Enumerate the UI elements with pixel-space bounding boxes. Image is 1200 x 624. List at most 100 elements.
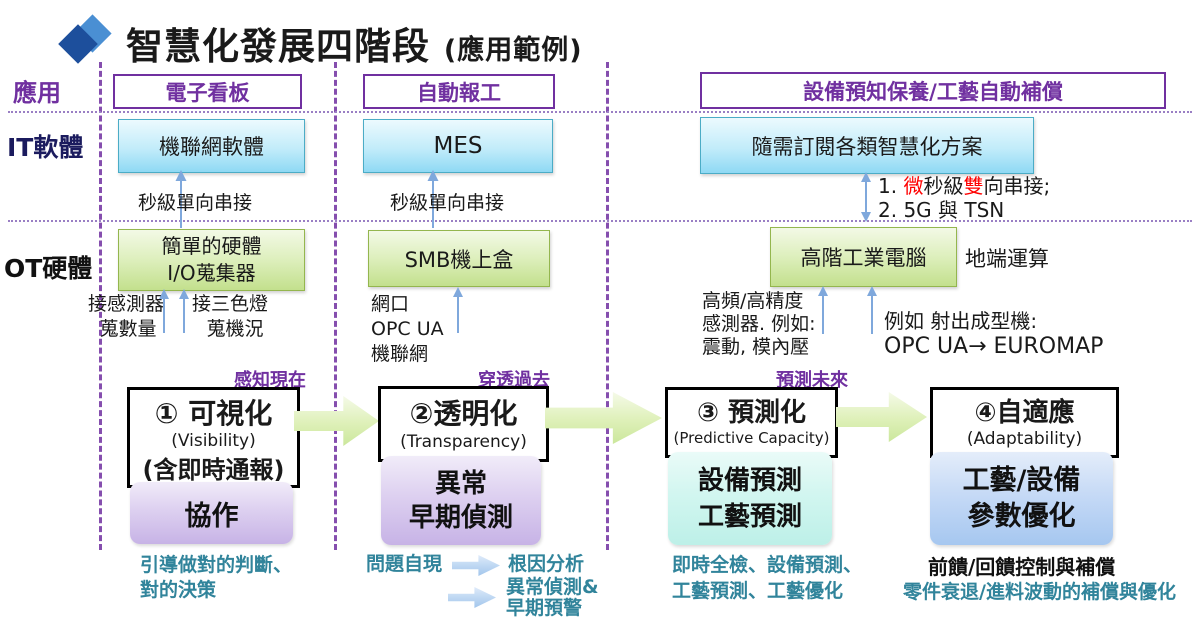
stage-2-en: (Transparency)	[400, 432, 527, 452]
column-divider-1	[99, 62, 102, 550]
stage-4-title: ④自適應	[974, 398, 1075, 428]
row-label-application: 應用	[13, 79, 61, 107]
annotation-high-freq-line1: 高頻/高精度	[702, 290, 804, 312]
row-label-ot-hardware: OT硬體	[4, 254, 93, 283]
row-label-it-software: IT軟體	[7, 133, 84, 162]
stage-4-sub-line2: 參數優化	[967, 500, 1076, 532]
annotation-tower-light: 接三色燈 蒐機況	[192, 292, 278, 342]
edge-computing-note: 地端運算	[965, 247, 1049, 271]
ot-box-industrial-pc: 高階工業電腦	[770, 227, 957, 287]
annotation-injection-line2: OPC UA→ EUROMAP	[884, 334, 1104, 359]
annotation-sensor-line2: 蒐數量	[99, 318, 157, 340]
annotation-high-freq-line2: 感測器. 例如:	[702, 313, 816, 335]
stage-3-title: ③ 預測化	[696, 398, 807, 428]
note-arrow-2-icon	[448, 587, 496, 608]
annotation-high-freq-sensor: 高頻/高精度 感測器. 例如: 震動, 模內壓	[702, 290, 815, 359]
annotation-network-port-line3: 機聯網	[371, 343, 429, 365]
up-arrow-tower-light-icon	[179, 289, 189, 333]
col3-seg-r1: 微	[903, 174, 924, 198]
note-anomaly-line1: 異常偵測&	[506, 576, 599, 598]
annotation-network-port: 網口 OPC UA 機聯網	[371, 292, 444, 367]
stage-2-sub-line1: 異常	[434, 468, 487, 499]
note-root-cause: 根因分析	[508, 553, 585, 575]
ot-box-industrial-pc-line1: 高階工業電腦	[800, 246, 927, 270]
row-divider-it-ot	[8, 220, 1192, 222]
flow-label-predict-future: 預測未來	[776, 370, 848, 391]
note-stage3-line1: 即時全檢、設備預測、	[672, 554, 863, 576]
stage-box-1-visibility: ① 可視化 (Visibility) (含即時通報)	[127, 387, 300, 488]
note-stage3-line2: 工藝預測、工藝優化	[672, 580, 844, 602]
annotation-tower-light-line1: 接三色燈	[192, 293, 269, 315]
page-title-main: 智慧化發展四階段	[126, 25, 430, 68]
stage-4-en: (Adaptability)	[966, 429, 1083, 449]
stage-3-en: (Predictive Capacity)	[673, 429, 830, 447]
it-box-mes: MES	[363, 119, 553, 173]
column-divider-3	[606, 62, 609, 550]
stage-3-sub-line1: 設備預測	[697, 465, 802, 496]
up-arrow-high-freq-icon	[818, 286, 828, 334]
up-arrow-network-icon	[453, 287, 463, 333]
ot-box-io-collector: 簡單的硬體 I/O蒐集器	[118, 229, 305, 291]
col3-seg-p1: 1.	[878, 174, 904, 198]
note-arrow-1-icon	[452, 555, 500, 576]
annotation-high-freq-line3: 震動, 模內壓	[702, 336, 810, 358]
stage-3-subbox: 設備預測 工藝預測	[668, 452, 832, 545]
note-anomaly-detection: 異常偵測& 早期預警	[506, 577, 599, 619]
up-arrow-sensor-icon	[159, 289, 169, 333]
col3-seg-p2: 秒級	[923, 174, 964, 198]
annotation-network-port-line2: OPC UA	[371, 318, 444, 340]
note-anomaly-line2: 早期預警	[506, 597, 583, 619]
app-header-predictive-maintenance: 設備預知保養/工藝自動補償	[700, 72, 1166, 109]
annotation-injection-line1: 例如 射出成型機:	[884, 309, 1038, 333]
stage-2-title: ②透明化	[409, 397, 518, 430]
up-arrow-col1-icon	[175, 170, 187, 228]
annotation-sensor: 接感測器 蒐數量	[88, 292, 168, 342]
stage-1-title: ① 可視化	[154, 397, 273, 430]
up-arrow-example-icon	[867, 286, 877, 334]
stage-1-subbox: 協作	[130, 482, 293, 544]
stage-1-en: (Visibility)	[171, 431, 256, 451]
stage-1-sub-line1: 協作	[184, 500, 239, 532]
ot-box-smb-line1: SMB機上盒	[404, 247, 514, 272]
stage-4-sub-line1: 工藝/設備	[962, 464, 1081, 496]
it-box-subscription: 隨需訂閱各類智慧化方案	[700, 117, 1034, 174]
annotation-injection-molding: 例如 射出成型機: OPC UA→ EUROMAP	[884, 308, 1103, 360]
stage-4-subbox: 工藝/設備 參數優化	[930, 452, 1113, 545]
note-stage1-line2: 對的決策	[140, 579, 217, 601]
up-arrow-col2-icon	[427, 170, 439, 228]
note-stage1-line1: 引導做對的判斷、	[140, 554, 293, 576]
stage-box-3-predictive: ③ 預測化 (Predictive Capacity)	[665, 387, 838, 458]
flow-label-sense-present: 感知現在	[234, 370, 306, 391]
row-divider-app-it	[8, 111, 1192, 113]
app-header-ekanban: 電子看板	[113, 74, 302, 109]
note-stage1: 引導做對的判斷、 對的決策	[140, 553, 292, 603]
stage-1-extra: (含即時通報)	[142, 456, 285, 484]
ot-box-io-collector-line2: I/O蒐集器	[167, 261, 256, 285]
column-divider-2	[334, 62, 337, 550]
stage-2-sub-line2: 早期偵測	[408, 502, 513, 533]
link-label-col3-line1: 1. 微秒級雙向串接;	[878, 174, 1050, 198]
annotation-tower-light-line2: 蒐機況	[206, 318, 264, 340]
double-arrow-col3-icon	[861, 172, 871, 222]
annotation-network-port-line1: 網口	[371, 293, 410, 315]
link-label-col3: 1. 微秒級雙向串接; 2. 5G 與 TSN	[878, 174, 1050, 222]
title-diamond-icon	[58, 14, 114, 64]
stage-arrow-3-icon	[836, 392, 927, 442]
annotation-sensor-line1: 接感測器	[88, 293, 165, 315]
stage-arrow-2-icon	[545, 392, 662, 444]
link-label-col2: 秒級單向串接	[390, 192, 505, 214]
app-header-auto-report: 自動報工	[363, 74, 555, 109]
ot-box-io-collector-line1: 簡單的硬體	[161, 234, 262, 258]
col3-seg-r2: 雙	[963, 174, 984, 198]
stage-2-subbox: 異常 早期偵測	[381, 456, 541, 545]
col3-seg-p3: 向串接;	[983, 174, 1051, 198]
ot-box-smb: SMB機上盒	[368, 230, 550, 287]
flow-label-see-past: 穿透過去	[478, 370, 550, 391]
stage-box-4-adaptability: ④自適應 (Adaptability)	[930, 387, 1119, 458]
page-title-suffix: (應用範例)	[443, 35, 583, 66]
page-title: 智慧化發展四階段 (應用範例)	[126, 16, 583, 70]
stage-box-2-transparency: ②透明化 (Transparency)	[378, 386, 549, 462]
note-compensation: 零件衰退/進料波動的補償與優化	[903, 581, 1176, 603]
note-stage3: 即時全檢、設備預測、 工藝預測、工藝優化	[672, 552, 862, 604]
